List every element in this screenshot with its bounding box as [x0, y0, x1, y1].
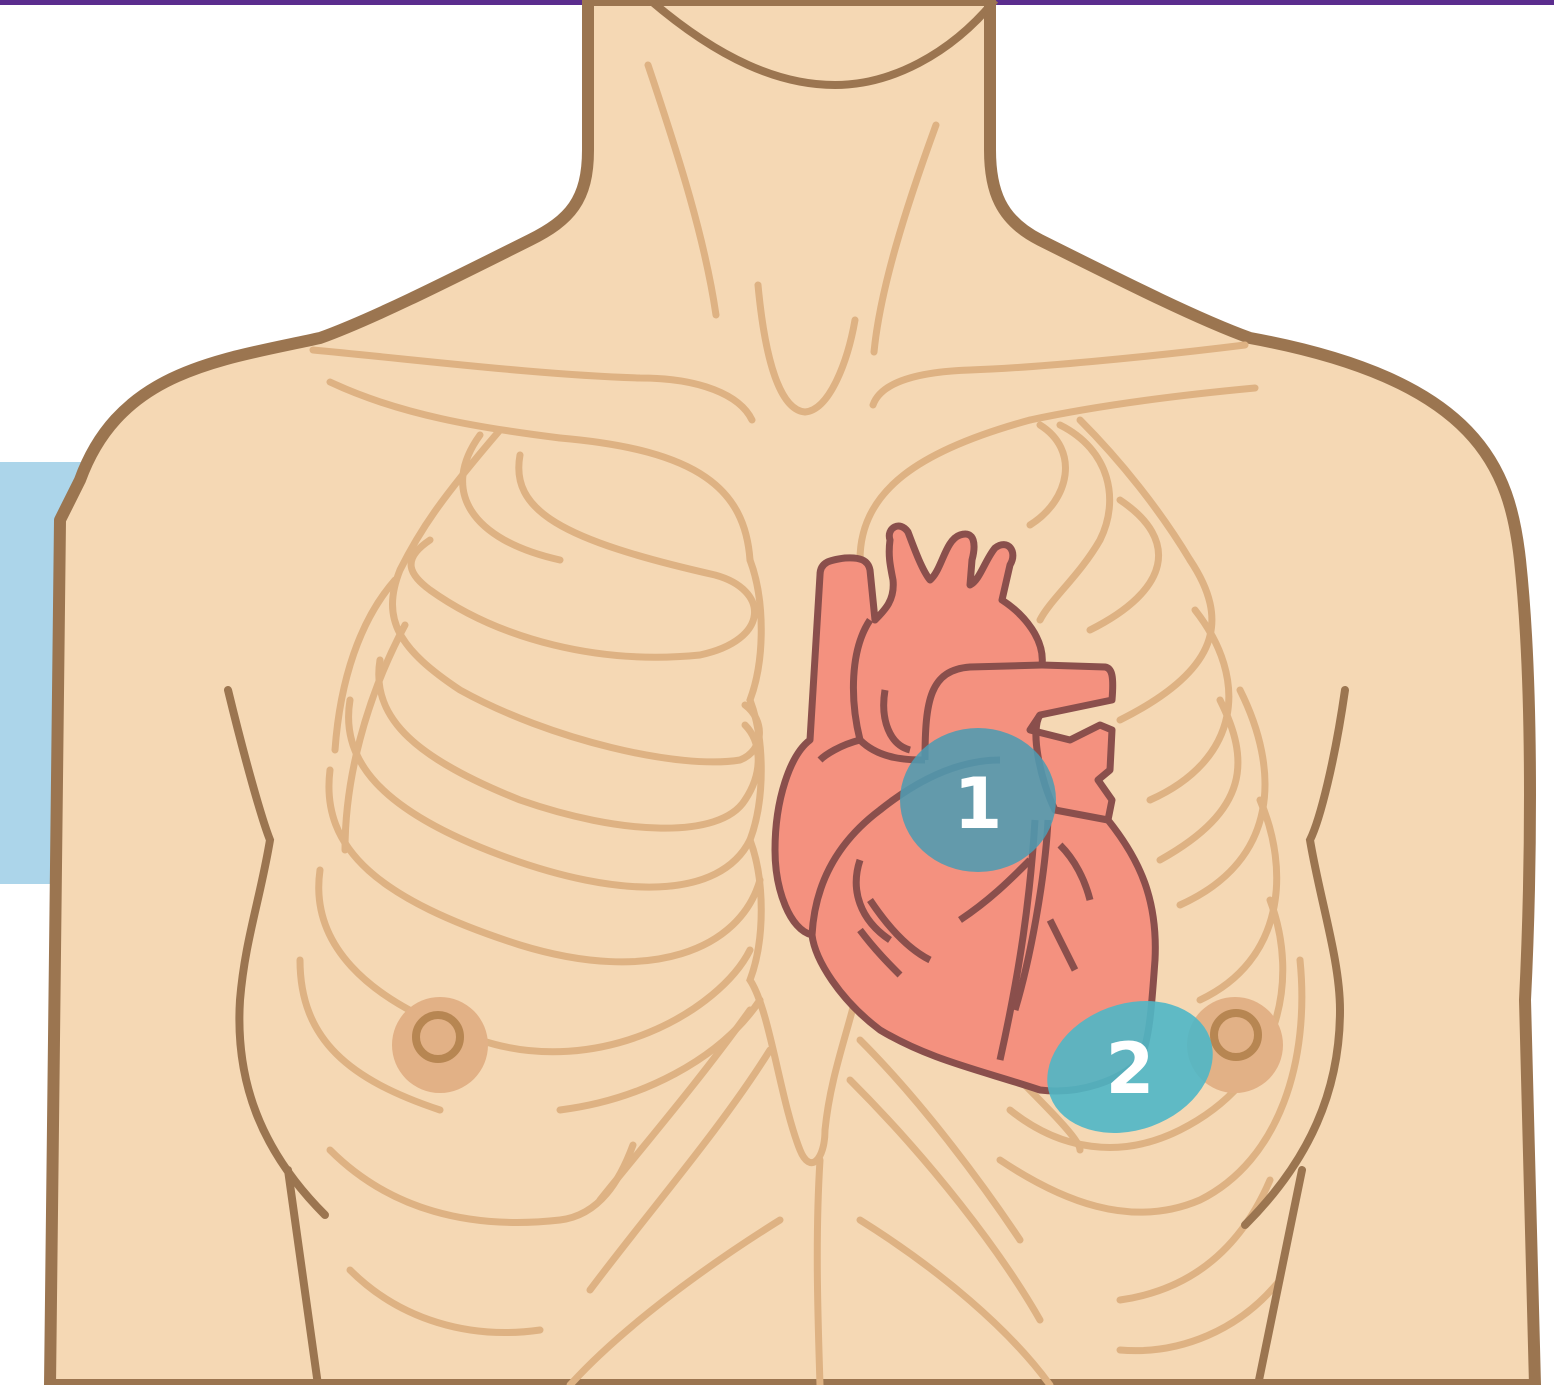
- probe-marker-2-label: 2: [1106, 1028, 1155, 1110]
- torso: [50, 0, 1535, 1385]
- probe-marker-1: 1: [900, 728, 1056, 872]
- probe-marker-1-label: 1: [954, 763, 1003, 845]
- nipple-left: [392, 997, 488, 1093]
